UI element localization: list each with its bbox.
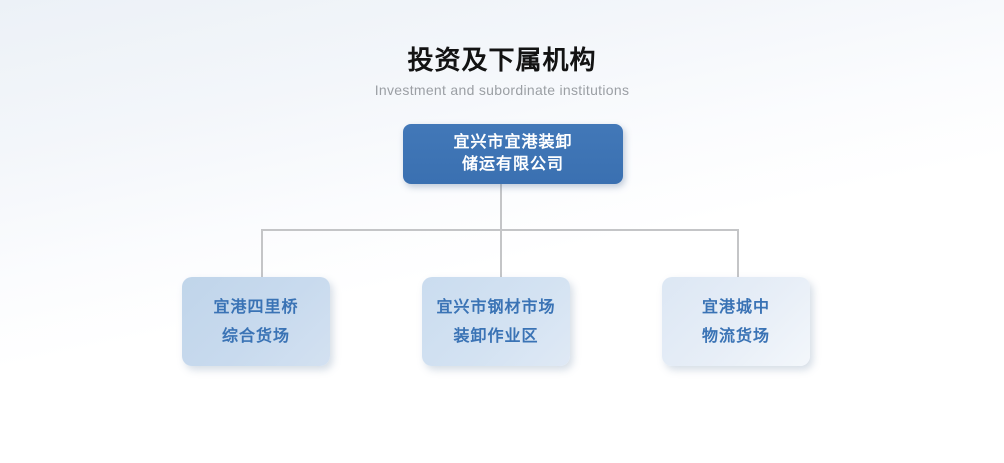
org-node-root-line1: 宜兴市宜港装卸 bbox=[453, 134, 573, 151]
org-node-child-1-line1: 宜港四里桥 bbox=[213, 298, 299, 316]
org-node-child-3: 宜港城中 物流货场 bbox=[662, 277, 810, 366]
heading-block: 投资及下属机构 Investment and subordinate insti… bbox=[0, 44, 1004, 98]
page-title: 投资及下属机构 bbox=[407, 45, 597, 75]
org-node-child-2-line2: 装卸作业区 bbox=[453, 327, 539, 345]
org-node-root-line2: 储运有限公司 bbox=[461, 156, 564, 173]
org-node-child-2: 宜兴市钢材市场 装卸作业区 bbox=[422, 277, 570, 366]
org-node-child-2-line1: 宜兴市钢材市场 bbox=[436, 298, 556, 316]
connector-middle-vertical bbox=[500, 229, 502, 278]
org-node-child-3-line1: 宜港城中 bbox=[701, 298, 770, 316]
org-node-child-3-line2: 物流货场 bbox=[701, 327, 770, 345]
org-node-root: 宜兴市宜港装卸 储运有限公司 bbox=[403, 124, 623, 184]
connector-left-vertical bbox=[261, 229, 263, 278]
org-node-child-1: 宜港四里桥 综合货场 bbox=[182, 277, 330, 366]
page-subtitle: Investment and subordinate institutions bbox=[374, 82, 630, 98]
org-node-child-1-line2: 综合货场 bbox=[221, 327, 290, 345]
connector-right-vertical bbox=[737, 229, 739, 278]
connector-root-vertical bbox=[500, 184, 502, 231]
